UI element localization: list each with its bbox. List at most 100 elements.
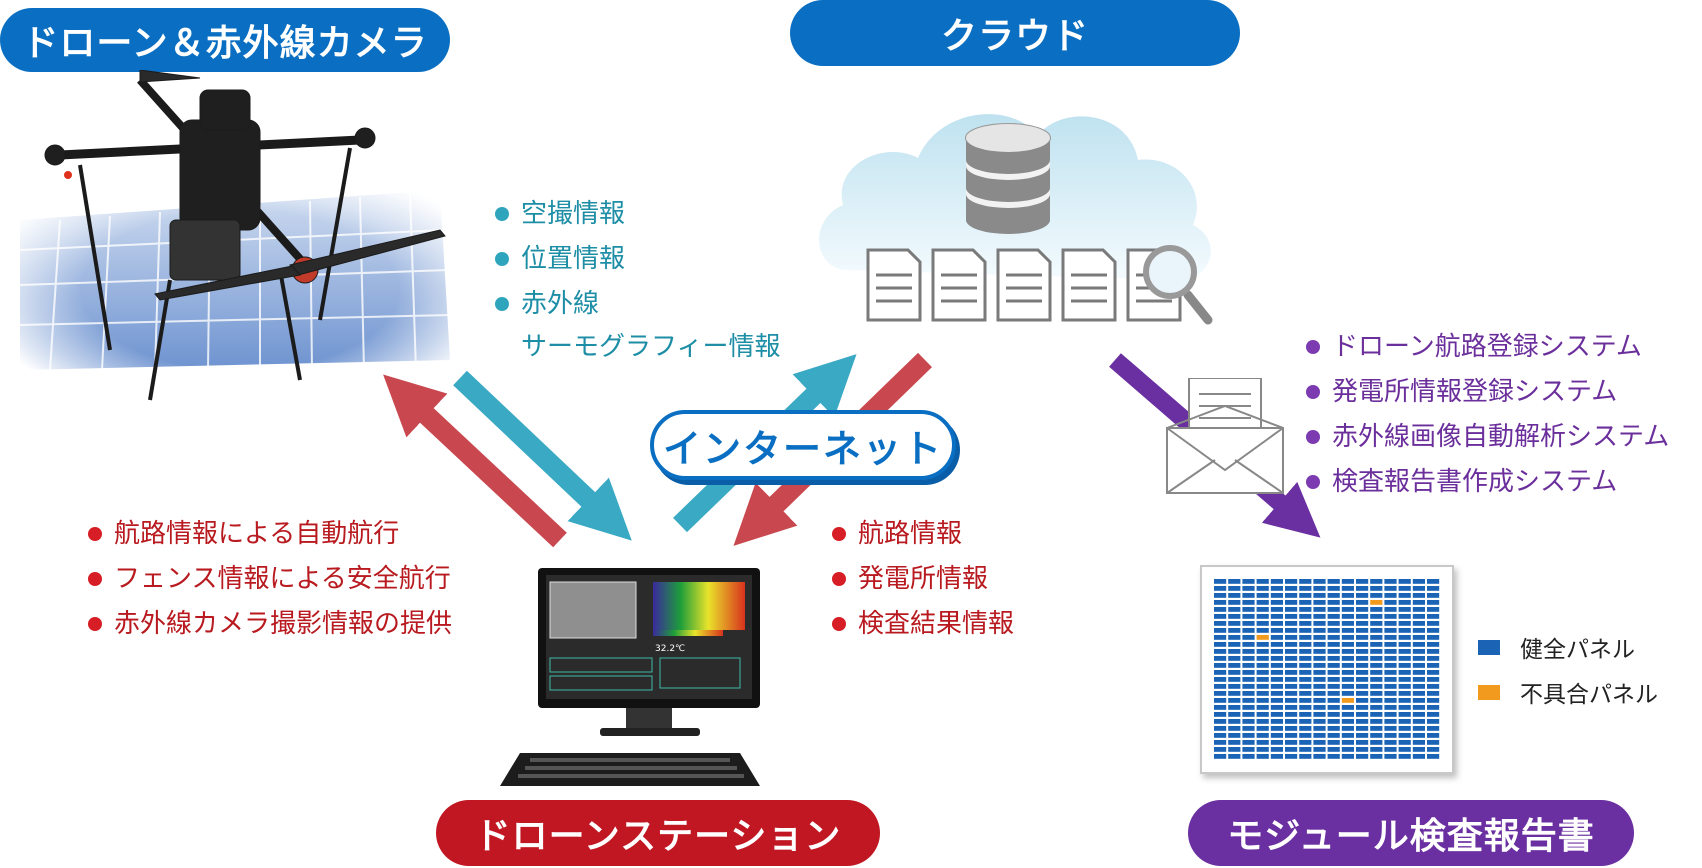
healthy-panel-cell: [1341, 726, 1354, 731]
healthy-panel-cell: [1370, 726, 1383, 731]
healthy-panel-cell: [1242, 600, 1255, 605]
healthy-panel-cell: [1384, 684, 1397, 689]
healthy-panel-cell: [1270, 691, 1283, 696]
healthy-panel-cell: [1370, 586, 1383, 591]
healthy-panel-cell: [1370, 691, 1383, 696]
healthy-panel-cell: [1427, 733, 1440, 738]
list-item: 位置情報: [495, 237, 625, 282]
healthy-panel-cell: [1356, 712, 1369, 717]
healthy-panel-cell: [1299, 600, 1312, 605]
healthy-panel-cell: [1384, 677, 1397, 682]
healthy-panel-cell: [1214, 607, 1227, 612]
healthy-panel-cell: [1270, 726, 1283, 731]
healthy-panel-cell: [1398, 712, 1411, 717]
envelope-icon: [1166, 378, 1284, 494]
healthy-panel-cell: [1270, 649, 1283, 654]
healthy-panel-cell: [1370, 747, 1383, 752]
healthy-panel-cell: [1327, 719, 1340, 724]
healthy-panel-cell: [1412, 621, 1425, 626]
healthy-panel-cell: [1242, 719, 1255, 724]
healthy-panel-cell: [1427, 684, 1440, 689]
healthy-panel-cell: [1327, 740, 1340, 745]
list-item: 航路情報: [832, 512, 1014, 557]
healthy-panel-cell: [1285, 663, 1298, 668]
healthy-panel-cell: [1214, 642, 1227, 647]
healthy-panel-cell: [1313, 593, 1326, 598]
healthy-panel-cell: [1299, 719, 1312, 724]
healthy-panel-cell: [1242, 740, 1255, 745]
healthy-panel-cell: [1270, 670, 1283, 675]
list-item: フェンス情報による安全航行: [88, 557, 452, 602]
healthy-panel-cell: [1214, 649, 1227, 654]
healthy-panel-cell: [1327, 754, 1340, 759]
healthy-panel-cell: [1356, 684, 1369, 689]
healthy-panel-cell: [1341, 719, 1354, 724]
healthy-panel-cell: [1299, 621, 1312, 626]
healthy-panel-cell: [1384, 649, 1397, 654]
healthy-panel-cell: [1285, 670, 1298, 675]
healthy-panel-cell: [1242, 712, 1255, 717]
healthy-panel-cell: [1327, 635, 1340, 640]
healthy-panel-cell: [1214, 628, 1227, 633]
healthy-panel-cell: [1412, 593, 1425, 598]
healthy-panel-cell: [1384, 635, 1397, 640]
healthy-panel-cell: [1398, 670, 1411, 675]
healthy-panel-cell: [1327, 642, 1340, 647]
healthy-panel-cell: [1384, 621, 1397, 626]
healthy-panel-cell: [1228, 593, 1241, 598]
healthy-panel-cell: [1256, 614, 1269, 619]
healthy-panel-cell: [1341, 733, 1354, 738]
healthy-panel-cell: [1341, 642, 1354, 647]
healthy-swatch: [1478, 639, 1500, 655]
healthy-panel-cell: [1228, 635, 1241, 640]
healthy-panel-cell: [1327, 705, 1340, 710]
healthy-panel-cell: [1370, 712, 1383, 717]
healthy-panel-cell: [1214, 593, 1227, 598]
healthy-panel-cell: [1341, 705, 1354, 710]
healthy-panel-cell: [1384, 747, 1397, 752]
healthy-panel-cell: [1299, 649, 1312, 654]
healthy-panel-cell: [1256, 712, 1269, 717]
healthy-panel-cell: [1228, 719, 1241, 724]
healthy-panel-cell: [1398, 740, 1411, 745]
legend-defect-label: 不具合パネル: [1520, 682, 1658, 708]
healthy-panel-cell: [1242, 705, 1255, 710]
healthy-panel-cell: [1256, 726, 1269, 731]
list-item: 検査結果情報: [832, 602, 1014, 647]
healthy-panel-cell: [1313, 691, 1326, 696]
defect-panel-cell: [1341, 698, 1354, 703]
database-icon: [965, 123, 1051, 234]
healthy-panel-cell: [1313, 740, 1326, 745]
healthy-panel-cell: [1427, 642, 1440, 647]
healthy-panel-cell: [1356, 733, 1369, 738]
healthy-panel-cell: [1228, 628, 1241, 633]
healthy-panel-cell: [1270, 754, 1283, 759]
healthy-panel-cell: [1427, 663, 1440, 668]
healthy-panel-cell: [1285, 586, 1298, 591]
healthy-panel-cell: [1356, 607, 1369, 612]
healthy-panel-cell: [1242, 754, 1255, 759]
arrow-station-to-drone: [383, 374, 567, 548]
healthy-panel-cell: [1270, 684, 1283, 689]
healthy-panel-cell: [1356, 600, 1369, 605]
station-to-drone-list: 航路情報による自動航行 フェンス情報による安全航行 赤外線カメラ撮影情報の提供: [88, 512, 452, 647]
healthy-panel-cell: [1370, 579, 1383, 584]
healthy-panel-cell: [1427, 677, 1440, 682]
healthy-panel-cell: [1398, 726, 1411, 731]
healthy-panel-cell: [1270, 593, 1283, 598]
legend-healthy-label: 健全パネル: [1520, 637, 1635, 663]
healthy-panel-cell: [1341, 600, 1354, 605]
healthy-panel-cell: [1427, 593, 1440, 598]
healthy-panel-cell: [1427, 656, 1440, 661]
healthy-panel-cell: [1214, 621, 1227, 626]
healthy-panel-cell: [1384, 593, 1397, 598]
healthy-panel-cell: [1370, 656, 1383, 661]
healthy-panel-cell: [1299, 670, 1312, 675]
healthy-panel-cell: [1327, 747, 1340, 752]
healthy-panel-cell: [1285, 593, 1298, 598]
healthy-panel-cell: [1398, 754, 1411, 759]
healthy-panel-cell: [1427, 740, 1440, 745]
healthy-panel-cell: [1398, 705, 1411, 710]
healthy-panel-cell: [1285, 600, 1298, 605]
healthy-panel-cell: [1398, 747, 1411, 752]
